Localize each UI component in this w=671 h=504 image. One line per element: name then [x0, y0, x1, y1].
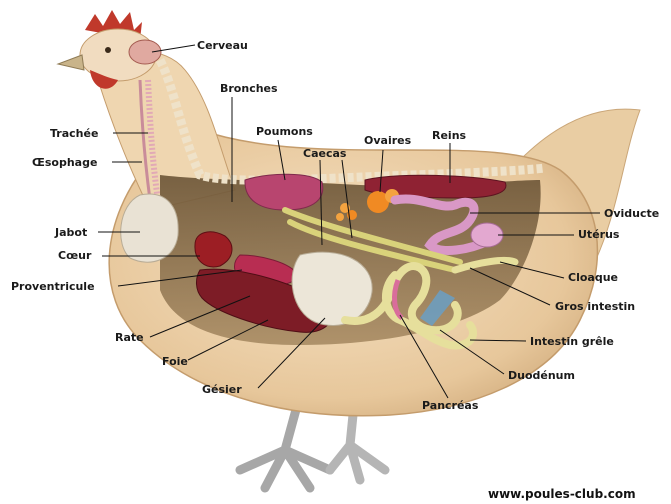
heart [195, 232, 232, 267]
label-uterus: Utérus [578, 228, 620, 241]
label-jabot: Jabot [54, 226, 87, 239]
label-gros-intestin: Gros intestin [555, 300, 635, 313]
label-caecas: Caecas [303, 147, 347, 160]
label-proventricule: Proventricule [11, 280, 95, 293]
label-reins: Reins [432, 129, 467, 142]
label-pancreas: Pancréas [422, 399, 479, 412]
label-trachee: Trachée [50, 127, 98, 140]
label-bronches: Bronches [220, 82, 278, 95]
label-foie: Foie [162, 355, 188, 368]
label-coeur: Cœur [58, 249, 92, 262]
watermark: www.poules-club.com [488, 487, 636, 501]
label-poumons: Poumons [256, 125, 313, 138]
label-cloaque: Cloaque [568, 271, 618, 284]
label-oesophage: Œsophage [32, 156, 97, 169]
label-gesier: Gésier [202, 383, 242, 396]
label-duodenum: Duodénum [508, 369, 575, 382]
label-oviducte: Oviducte [604, 207, 659, 220]
label-intestin-grele: Intestin grêle [530, 335, 614, 348]
label-cerveau: Cerveau [197, 39, 248, 52]
label-ovaires: Ovaires [364, 134, 412, 147]
label-rate: Rate [115, 331, 144, 344]
gizzard [292, 252, 372, 325]
crop [121, 194, 178, 262]
